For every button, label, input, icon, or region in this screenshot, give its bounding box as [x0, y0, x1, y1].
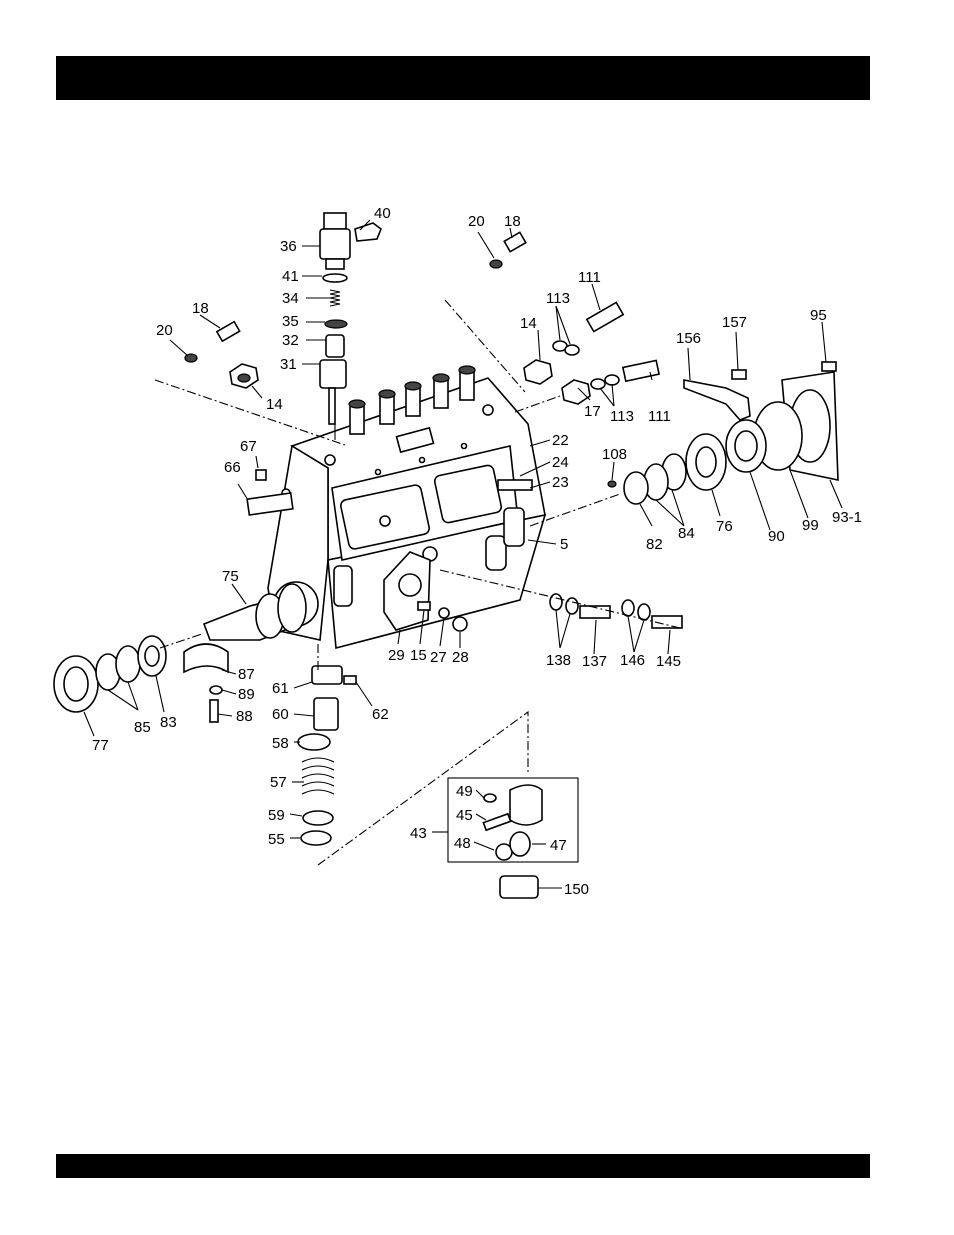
callout-67: 67: [240, 438, 257, 455]
callout-113-bottom: 113: [610, 408, 634, 425]
callout-40: 40: [374, 205, 391, 222]
top-left-parts: [185, 322, 258, 388]
callout-35: 35: [282, 313, 299, 330]
callout-111-bottom: 111: [648, 408, 671, 425]
callout-76: 76: [716, 518, 733, 535]
callout-29: 29: [388, 647, 405, 664]
footer-bar: [56, 1154, 870, 1178]
callout-84: 84: [678, 525, 695, 542]
bottom-left-parts: [54, 636, 228, 722]
callout-88: 88: [236, 708, 253, 725]
top-right-parts: [490, 232, 659, 404]
callout-31: 31: [280, 356, 297, 373]
callout-18-right: 18: [504, 213, 521, 230]
callout-43: 43: [410, 825, 427, 842]
callout-55: 55: [268, 831, 285, 848]
callout-60: 60: [272, 706, 289, 723]
callout-83: 83: [160, 714, 177, 731]
callout-28: 28: [452, 649, 469, 666]
callout-93-1: 93-1: [832, 509, 862, 526]
callout-58: 58: [272, 735, 289, 752]
callout-85: 85: [134, 719, 151, 736]
callout-32: 32: [282, 332, 299, 349]
callout-47: 47: [550, 837, 567, 854]
callout-49: 49: [456, 783, 473, 800]
pump-body: [268, 366, 545, 648]
callout-108: 108: [602, 446, 627, 463]
callout-157: 157: [722, 314, 747, 331]
callout-156: 156: [676, 330, 701, 347]
callout-17: 17: [584, 403, 601, 420]
callout-22: 22: [552, 432, 569, 449]
callout-82: 82: [646, 536, 663, 553]
callout-138: 138: [546, 652, 571, 669]
callout-14-left: 14: [266, 396, 283, 413]
callout-95: 95: [810, 307, 827, 324]
callout-23: 23: [552, 474, 569, 491]
callout-62: 62: [372, 706, 389, 723]
callout-59: 59: [268, 807, 285, 824]
callout-14-right: 14: [520, 315, 537, 332]
callout-18-left: 18: [192, 300, 209, 317]
callout-20-right: 20: [468, 213, 485, 230]
callout-66: 66: [224, 459, 241, 476]
callout-150: 150: [564, 881, 589, 898]
callout-48: 48: [454, 835, 471, 852]
callout-90: 90: [768, 528, 785, 545]
callout-75: 75: [222, 568, 239, 585]
callout-36: 36: [280, 238, 297, 255]
callout-57: 57: [270, 774, 287, 791]
callout-15: 15: [410, 647, 427, 664]
callout-87: 87: [238, 666, 255, 683]
callout-24: 24: [552, 454, 569, 471]
callout-137: 137: [582, 653, 607, 670]
callout-5: 5: [560, 536, 568, 553]
plunger-stack: [298, 666, 356, 845]
callout-99: 99: [802, 517, 819, 534]
callout-61: 61: [272, 680, 289, 697]
callout-41: 41: [282, 268, 299, 285]
callout-20-left: 20: [156, 322, 173, 339]
callout-77: 77: [92, 737, 109, 754]
delivery-valve-stack: [320, 213, 381, 424]
callout-45: 45: [456, 807, 473, 824]
callout-145: 145: [656, 653, 681, 670]
callout-89: 89: [238, 686, 255, 703]
callout-34: 34: [282, 290, 299, 307]
callout-146: 146: [620, 652, 645, 669]
callout-27: 27: [430, 649, 447, 666]
callout-111-top: 111: [578, 269, 601, 286]
callout-113-top: 113: [546, 290, 570, 307]
